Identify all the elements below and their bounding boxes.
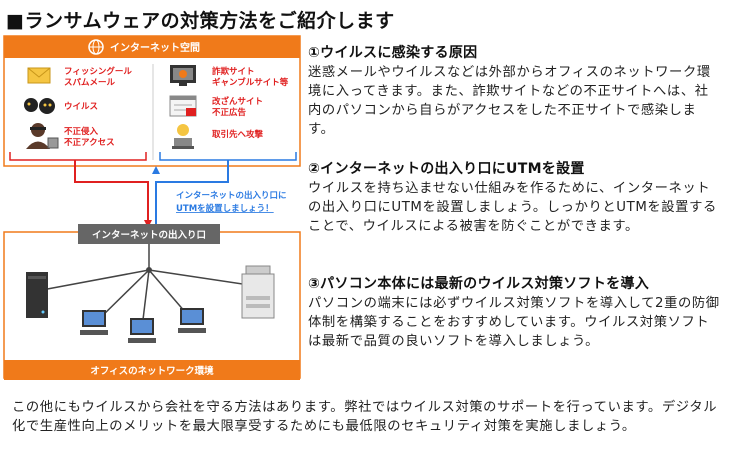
attacker-icon	[172, 124, 194, 149]
threat-label-fraud-1: 詐欺サイト	[212, 66, 255, 77]
printer-icon	[241, 265, 275, 319]
threat-label-phishing-2: スパムメール	[64, 77, 116, 88]
utm-callout-line-2: UTMを設置しましょう！	[176, 203, 274, 214]
section-body: パソコンの端末には必ずウイルス対策ソフトを導入して2重の防御体制を構築することを…	[308, 296, 720, 349]
internet-space-header-bar	[4, 36, 300, 58]
gateway-label: インターネットの出入り口	[92, 229, 206, 241]
pc-icon	[80, 310, 108, 335]
section-heading: ③パソコン本体には最新のウイルス対策ソフトを導入	[308, 276, 650, 292]
section-heading: ①ウイルスに感染する原因	[308, 45, 478, 61]
threat-label-partner-attack: 取引先へ攻撃	[212, 129, 264, 140]
security-diagram: インターネット空間 フィッシングール スパムメール ウイルス 不正侵入 不正アク…	[3, 35, 301, 380]
pc-icon	[178, 308, 206, 333]
blue-flow-arrow	[152, 166, 160, 174]
red-bracket	[9, 152, 147, 161]
office-footer-label: オフィスのネットワーク環境	[90, 365, 214, 377]
globe-icon	[88, 39, 104, 55]
threat-label-tampered-1: 改ざんサイト	[212, 96, 263, 107]
utm-callout-line-1: インターネットの出入り口に	[176, 190, 287, 201]
red-flow-line	[74, 160, 149, 224]
monitor-icon	[170, 65, 196, 86]
gateway-box	[78, 224, 220, 244]
threat-label-intrusion-1: 不正侵入	[64, 126, 99, 137]
thief-icon	[26, 123, 59, 149]
threat-label-phishing-1: フィッシングール	[64, 66, 132, 77]
virus-icon	[24, 98, 55, 114]
threat-label-tampered-2: 不正広告	[212, 107, 247, 118]
threat-label-fraud-2: ギャンブルサイト等	[212, 77, 289, 88]
section-infection-cause: ①ウイルスに感染する原因 迷惑メールやウイルスなどは外部からオフィスのネットワー…	[308, 44, 720, 139]
section-utm: ②インターネットの出入り口にUTMを設置 ウイルスを持ち込ませない仕組みを作るた…	[308, 160, 720, 236]
threat-label-virus: ウイルス	[64, 102, 98, 112]
webpage-icon	[169, 95, 197, 117]
envelope-icon	[27, 67, 51, 84]
internet-space-header: インターネット空間	[110, 41, 200, 54]
section-antivirus: ③パソコン本体には最新のウイルス対策ソフトを導入 パソコンの端末には必ずウイルス…	[308, 275, 720, 351]
page-title: ■ランサムウェアの対策方法をご紹介します	[6, 10, 395, 32]
threat-label-intrusion-2: 不正アクセス	[64, 137, 115, 148]
network-hub	[146, 267, 152, 273]
section-body: ウイルスを持ち込ませない仕組みを作るために、インターネットの出入り口にUTMを設…	[308, 181, 717, 234]
pc-icon	[128, 318, 156, 343]
office-footer-bar	[4, 360, 300, 380]
section-body: 迷惑メールやウイルスなどは外部からオフィスのネットワーク環境に入ってきます。また…	[308, 65, 711, 137]
footer-text: この他にもウイルスから会社を守る方法はあります。弊社ではウイルス対策のサポートを…	[12, 400, 718, 434]
server-icon	[26, 272, 48, 318]
section-heading: ②インターネットの出入り口にUTMを設置	[308, 161, 585, 177]
blue-flow-line	[155, 160, 229, 226]
